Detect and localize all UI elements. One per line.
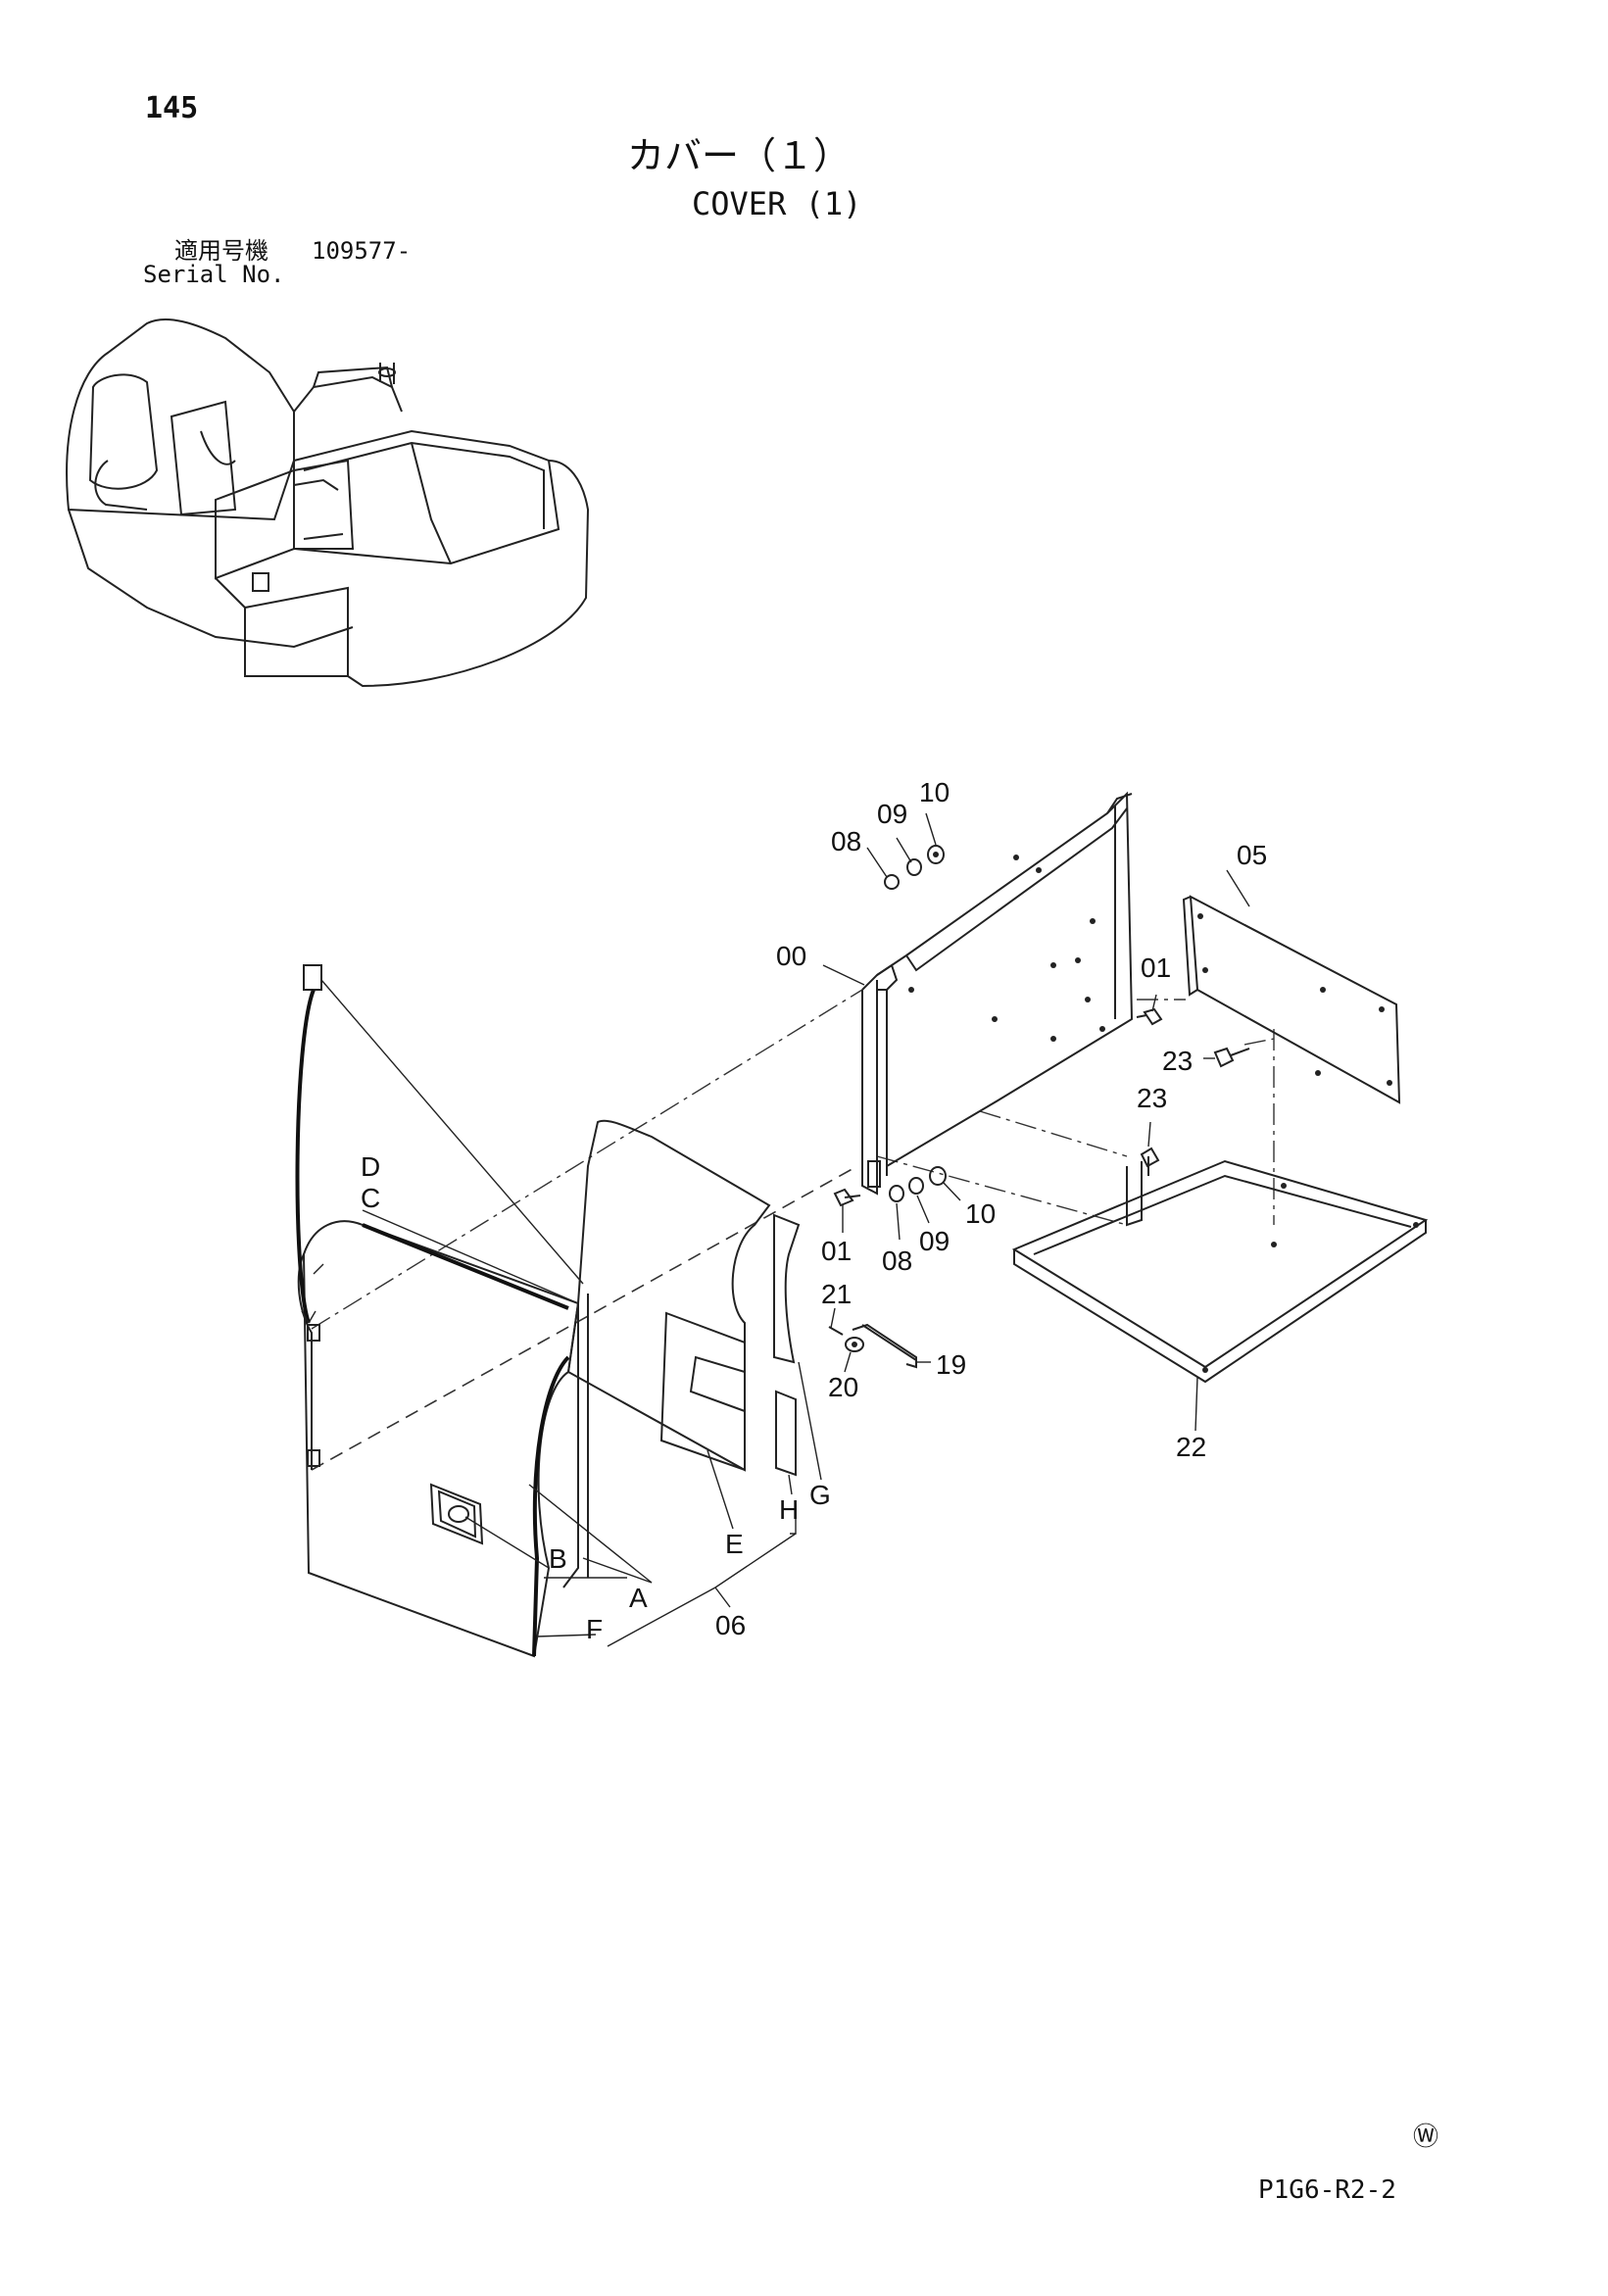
frame-panel-00 (861, 791, 1134, 1196)
frame-holes (908, 855, 1105, 1042)
serial-number-value: 109577- (312, 237, 412, 265)
callout-09-upper: 09 (877, 799, 907, 829)
callout-01-lower: 01 (821, 1236, 852, 1266)
page-title-japanese: カバー（１） (627, 134, 852, 177)
callout-01-right: 01 (1141, 953, 1171, 983)
page-title-english: COVER (1) (692, 185, 862, 222)
callout-22: 22 (1176, 1432, 1206, 1462)
callout-00: 00 (776, 941, 806, 971)
panel-05 (1182, 895, 1401, 1104)
page-number: 145 (145, 91, 199, 125)
callout-10-upper: 10 (919, 777, 950, 807)
callout-20: 20 (828, 1372, 858, 1402)
callout-23-lower: 23 (1137, 1083, 1167, 1113)
callout-21: 21 (821, 1279, 852, 1309)
callout-D: D (361, 1151, 380, 1182)
serial-label-japanese: 適用号機 (174, 237, 268, 265)
callout-06: 06 (715, 1610, 746, 1640)
cover-assembly-06 (295, 964, 801, 1658)
callout-E: E (725, 1529, 744, 1559)
callout-08-lower: 08 (882, 1246, 912, 1276)
callout-08-upper: 08 (831, 826, 861, 856)
callout-B: B (549, 1543, 567, 1574)
callout-A: A (629, 1583, 648, 1613)
callout-labels: 00 01 01 05 06 08 08 09 09 10 10 19 20 2… (361, 777, 1267, 1644)
tray-22 (1011, 1159, 1429, 1384)
assembly-guide-lines (311, 989, 1275, 1471)
callout-23-upper: 23 (1162, 1046, 1193, 1076)
serial-label-english: Serial No. (143, 261, 285, 288)
callout-19: 19 (936, 1349, 966, 1380)
w-mark: Ⓦ (1413, 2123, 1439, 2152)
callout-09-lower: 09 (919, 1226, 950, 1256)
machine-overview-illustration (66, 318, 590, 688)
reference-code: P1G6-R2-2 (1258, 2175, 1396, 2205)
callout-C: C (361, 1183, 380, 1213)
callout-05: 05 (1237, 840, 1267, 870)
callout-10-lower: 10 (965, 1198, 996, 1229)
hardware-fasteners (828, 845, 1250, 1369)
callout-G: G (809, 1480, 831, 1510)
callout-H: H (779, 1494, 799, 1525)
callout-F: F (586, 1614, 603, 1644)
callout-leaders (320, 812, 1250, 1647)
